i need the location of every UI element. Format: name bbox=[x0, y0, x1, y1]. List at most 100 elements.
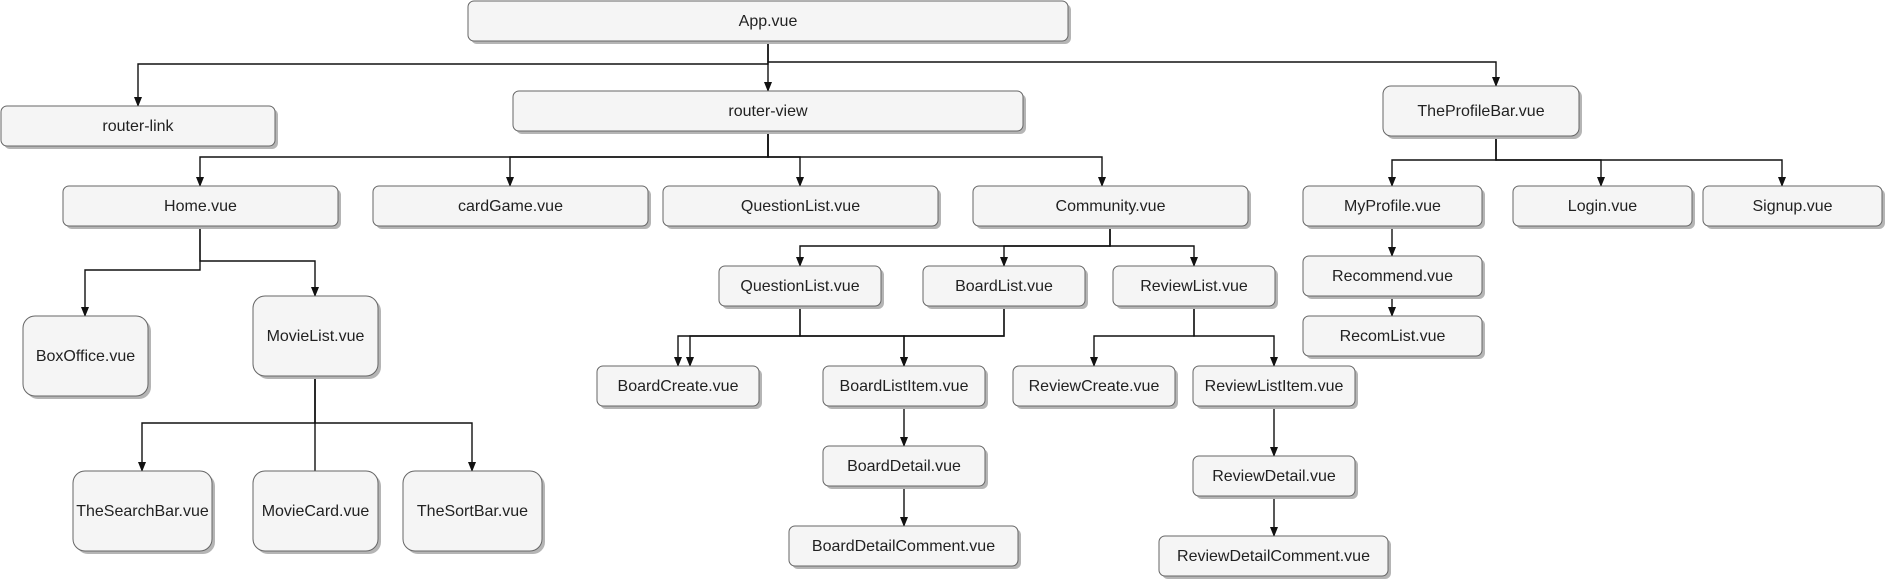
edge-review-list-to-review-create bbox=[1090, 306, 1195, 367]
node-box[interactable] bbox=[372, 185, 649, 227]
edge-router-view-to-question-list bbox=[767, 131, 804, 187]
edge-board-list-to-board-list-item bbox=[900, 306, 1005, 367]
node-login[interactable]: Login.vue bbox=[1512, 185, 1695, 229]
node-box[interactable] bbox=[467, 0, 1069, 42]
edge-movie-list-to-search-bar bbox=[138, 376, 316, 472]
node-box[interactable] bbox=[0, 105, 276, 147]
node-box[interactable] bbox=[252, 470, 379, 552]
node-sort-bar[interactable]: TheSortBar.vue bbox=[402, 470, 545, 554]
node-box[interactable] bbox=[1192, 455, 1356, 497]
node-box[interactable] bbox=[62, 185, 339, 227]
node-label: TheProfileBar.vue bbox=[1417, 103, 1544, 120]
node-box[interactable] bbox=[1702, 185, 1883, 227]
node-board-list[interactable]: BoardList.vue bbox=[922, 265, 1088, 309]
node-board-list-item[interactable]: BoardListItem.vue bbox=[822, 365, 988, 409]
node-router-view[interactable]: router-view bbox=[512, 90, 1026, 134]
node-label: ReviewListItem.vue bbox=[1205, 378, 1344, 395]
node-review-detail-comment[interactable]: ReviewDetailComment.vue bbox=[1158, 535, 1391, 579]
node-box[interactable] bbox=[1512, 185, 1693, 227]
edge-line bbox=[1109, 226, 1198, 267]
edge-line bbox=[506, 131, 769, 187]
node-box[interactable] bbox=[1112, 265, 1276, 307]
node-label: MovieList.vue bbox=[267, 328, 365, 345]
node-box[interactable] bbox=[922, 265, 1086, 307]
node-label: MyProfile.vue bbox=[1344, 198, 1441, 215]
node-label: BoardDetailComment.vue bbox=[812, 538, 995, 555]
node-label: BoxOffice.vue bbox=[36, 348, 135, 365]
node-home[interactable]: Home.vue bbox=[62, 185, 341, 229]
node-search-bar[interactable]: TheSearchBar.vue bbox=[72, 470, 215, 554]
node-board-detail[interactable]: BoardDetail.vue bbox=[822, 445, 988, 489]
node-box[interactable] bbox=[662, 185, 939, 227]
node-box[interactable] bbox=[22, 315, 149, 397]
node-label: Login.vue bbox=[1568, 198, 1637, 215]
node-movie-card[interactable]: MovieCard.vue bbox=[252, 470, 381, 554]
node-label: BoardDetail.vue bbox=[847, 458, 961, 475]
node-label: cardGame.vue bbox=[458, 198, 563, 215]
node-box[interactable] bbox=[1158, 535, 1389, 577]
node-community-question-list[interactable]: QuestionList.vue bbox=[718, 265, 884, 309]
node-box[interactable] bbox=[1302, 255, 1483, 297]
edge-line bbox=[767, 131, 1106, 187]
edge-line bbox=[314, 376, 476, 472]
node-label: Signup.vue bbox=[1752, 198, 1832, 215]
node-app[interactable]: App.vue bbox=[467, 0, 1071, 44]
edge-router-view-to-community bbox=[767, 131, 1106, 187]
edge-line bbox=[900, 306, 1005, 367]
node-review-detail[interactable]: ReviewDetail.vue bbox=[1192, 455, 1358, 499]
node-box[interactable] bbox=[1302, 315, 1483, 357]
node-community[interactable]: Community.vue bbox=[972, 185, 1251, 229]
node-box[interactable] bbox=[512, 90, 1024, 132]
node-box-office[interactable]: BoxOffice.vue bbox=[22, 315, 151, 399]
node-box[interactable] bbox=[1012, 365, 1176, 407]
node-profile-bar[interactable]: TheProfileBar.vue bbox=[1382, 85, 1582, 139]
node-label: router-link bbox=[102, 118, 174, 135]
node-movie-list[interactable]: MovieList.vue bbox=[252, 295, 381, 379]
node-signup[interactable]: Signup.vue bbox=[1702, 185, 1885, 229]
node-box[interactable] bbox=[72, 470, 213, 552]
edge-review-list-to-review-list-item bbox=[1193, 306, 1278, 367]
node-recommend[interactable]: Recommend.vue bbox=[1302, 255, 1485, 299]
node-review-create[interactable]: ReviewCreate.vue bbox=[1012, 365, 1178, 409]
node-label: ReviewList.vue bbox=[1140, 278, 1248, 295]
node-label: BoardListItem.vue bbox=[840, 378, 969, 395]
edge-line bbox=[1388, 136, 1497, 187]
node-box[interactable] bbox=[596, 365, 760, 407]
edge-line bbox=[138, 376, 316, 472]
edge-community-to-review-list bbox=[1109, 226, 1198, 267]
node-box[interactable] bbox=[252, 295, 379, 377]
node-label: MovieCard.vue bbox=[262, 503, 370, 520]
node-box[interactable] bbox=[1302, 185, 1483, 227]
node-review-list-item[interactable]: ReviewListItem.vue bbox=[1192, 365, 1358, 409]
node-recom-list[interactable]: RecomList.vue bbox=[1302, 315, 1485, 359]
edge-line bbox=[199, 226, 319, 297]
node-board-detail-comment[interactable]: BoardDetailComment.vue bbox=[788, 525, 1021, 569]
node-box[interactable] bbox=[1382, 85, 1580, 137]
node-box[interactable] bbox=[788, 525, 1019, 567]
edge-community-to-board-list bbox=[1000, 226, 1111, 267]
node-my-profile[interactable]: MyProfile.vue bbox=[1302, 185, 1485, 229]
node-review-list[interactable]: ReviewList.vue bbox=[1112, 265, 1278, 309]
node-label: Home.vue bbox=[164, 198, 237, 215]
edge-line bbox=[1193, 306, 1278, 367]
edge-line bbox=[1090, 306, 1195, 367]
node-box[interactable] bbox=[822, 365, 986, 407]
node-box[interactable] bbox=[402, 470, 543, 552]
node-label: TheSearchBar.vue bbox=[76, 503, 209, 520]
edge-line bbox=[1495, 136, 1786, 187]
node-box[interactable] bbox=[822, 445, 986, 487]
node-label: Community.vue bbox=[1056, 198, 1166, 215]
node-router-link[interactable]: router-link bbox=[0, 105, 278, 149]
node-card-game[interactable]: cardGame.vue bbox=[372, 185, 651, 229]
node-board-create[interactable]: BoardCreate.vue bbox=[596, 365, 762, 409]
edge-home-to-movie-list bbox=[199, 226, 319, 297]
node-box[interactable] bbox=[718, 265, 882, 307]
edge-profile-bar-to-signup bbox=[1495, 136, 1786, 187]
edge-profile-bar-to-my-profile bbox=[1388, 136, 1497, 187]
edge-movie-list-to-sort-bar bbox=[314, 376, 476, 472]
node-box[interactable] bbox=[972, 185, 1249, 227]
node-box[interactable] bbox=[1192, 365, 1356, 407]
node-question-list[interactable]: QuestionList.vue bbox=[662, 185, 941, 229]
